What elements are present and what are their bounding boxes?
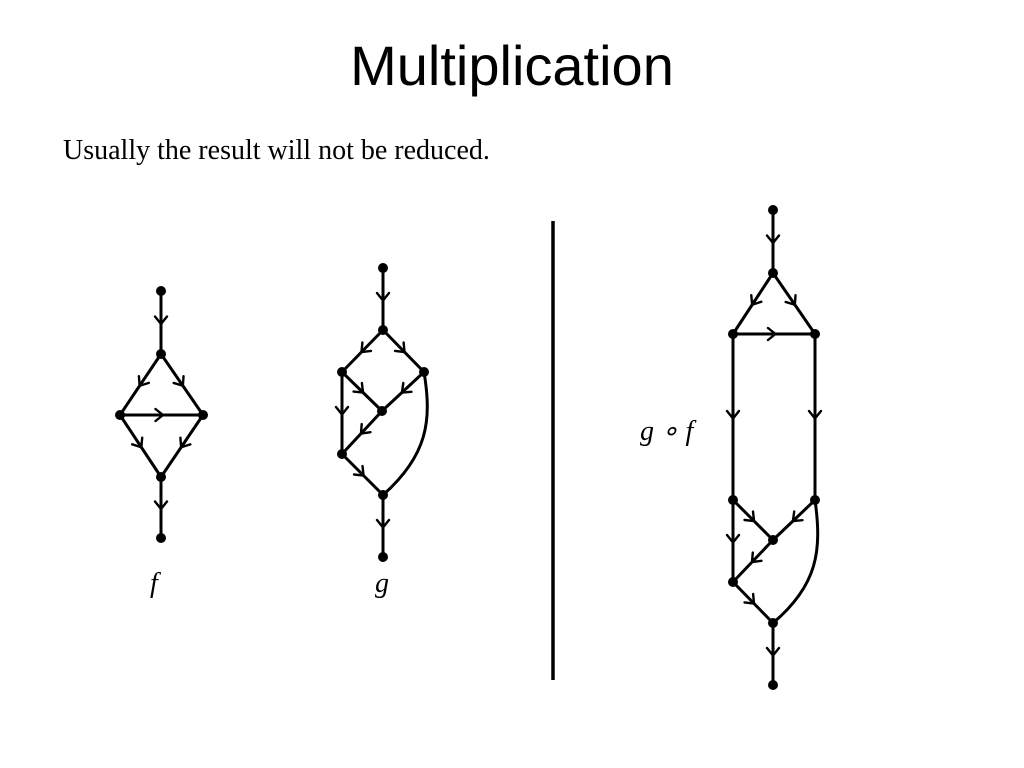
edge	[380, 370, 426, 413]
node	[156, 472, 166, 482]
node	[728, 329, 738, 339]
graph-g-compose-f-nodes	[728, 205, 820, 690]
edge	[159, 413, 205, 479]
edge	[118, 352, 163, 417]
edge	[340, 452, 385, 497]
edge	[340, 328, 385, 374]
node	[115, 410, 125, 420]
node	[378, 490, 388, 500]
edge	[340, 370, 384, 413]
edge	[771, 271, 817, 336]
node	[378, 552, 388, 562]
node	[810, 495, 820, 505]
node	[156, 533, 166, 543]
node	[198, 410, 208, 420]
slide-subtitle: Usually the result will not be reduced.	[63, 135, 490, 166]
edge	[381, 370, 429, 497]
graph-label-g: g	[375, 568, 389, 599]
slide-title: Multiplication	[350, 34, 674, 97]
node	[156, 286, 166, 296]
node	[337, 367, 347, 377]
edge	[159, 352, 205, 417]
graph-g-compose-f	[725, 208, 823, 687]
edge	[771, 498, 820, 625]
node	[377, 406, 387, 416]
graph-f-nodes	[115, 286, 208, 543]
node	[728, 495, 738, 505]
edge	[731, 498, 775, 542]
node	[378, 263, 388, 273]
node	[337, 449, 347, 459]
graph-label-composition: g ∘ f	[640, 416, 694, 447]
node	[728, 577, 738, 587]
graph-label-f: f	[150, 568, 158, 599]
node	[768, 618, 778, 628]
node	[156, 349, 166, 359]
graph-g	[334, 266, 429, 559]
edge	[731, 271, 775, 336]
edge	[771, 498, 817, 542]
node	[419, 367, 429, 377]
node	[810, 329, 820, 339]
node	[768, 268, 778, 278]
graph-f	[118, 289, 205, 540]
edge	[381, 328, 426, 374]
graph-g-nodes	[337, 263, 429, 562]
node	[378, 325, 388, 335]
edge	[731, 580, 775, 625]
edge	[731, 538, 775, 584]
node	[768, 680, 778, 690]
edge	[340, 409, 384, 456]
edge	[118, 413, 163, 479]
node	[768, 205, 778, 215]
node	[768, 535, 778, 545]
